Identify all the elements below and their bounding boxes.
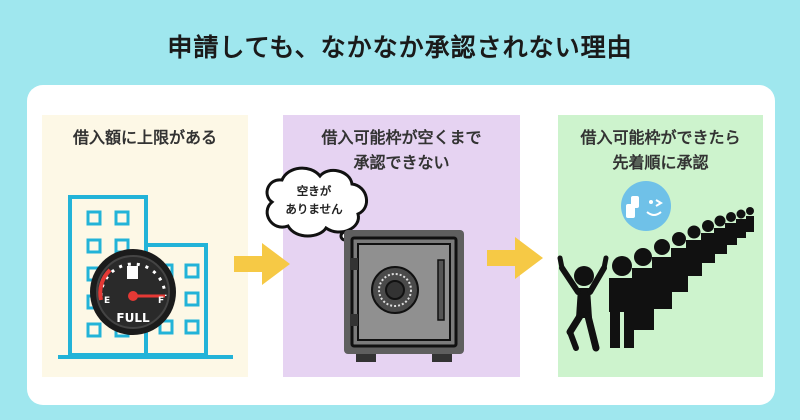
page-title: 申請しても、なかなか承認されない理由: [167, 33, 633, 62]
panel-1-title-line1: 借入額に上限がある: [72, 128, 217, 147]
fuel-gauge-icon: [90, 249, 176, 335]
gauge-full-label: FULL: [116, 311, 150, 325]
gauge-e-label: E: [104, 296, 110, 306]
gauge-f-label: F: [158, 296, 164, 306]
panel-1-title: 借入額に上限がある: [42, 125, 248, 150]
panel-2-title-line1: 借入可能枠が空くまで: [321, 128, 482, 147]
panel-3-title: 借入可能枠ができたら 先着順に承認: [558, 125, 763, 175]
panel-2-title-line2: 承認できない: [353, 153, 450, 172]
bubble-text-line1: 空きが: [296, 184, 332, 198]
cheering-person-icon: [557, 255, 609, 352]
panel-3-title-line1: 借入可能枠ができたら: [580, 128, 741, 147]
arrow-right-icon: [234, 243, 290, 285]
bubble-text-line2: ありません: [285, 202, 343, 216]
approval-face-icon: [621, 181, 671, 231]
panel-2-title: 借入可能枠が空くまで 承認できない: [283, 125, 520, 175]
safe-icon: [344, 230, 464, 362]
arrow-right-icon: [487, 237, 543, 279]
people-queue-icon: [557, 207, 754, 352]
panel-3-title-line2: 先着順に承認: [612, 153, 709, 172]
bubble-text: 空きが ありません: [258, 182, 370, 218]
